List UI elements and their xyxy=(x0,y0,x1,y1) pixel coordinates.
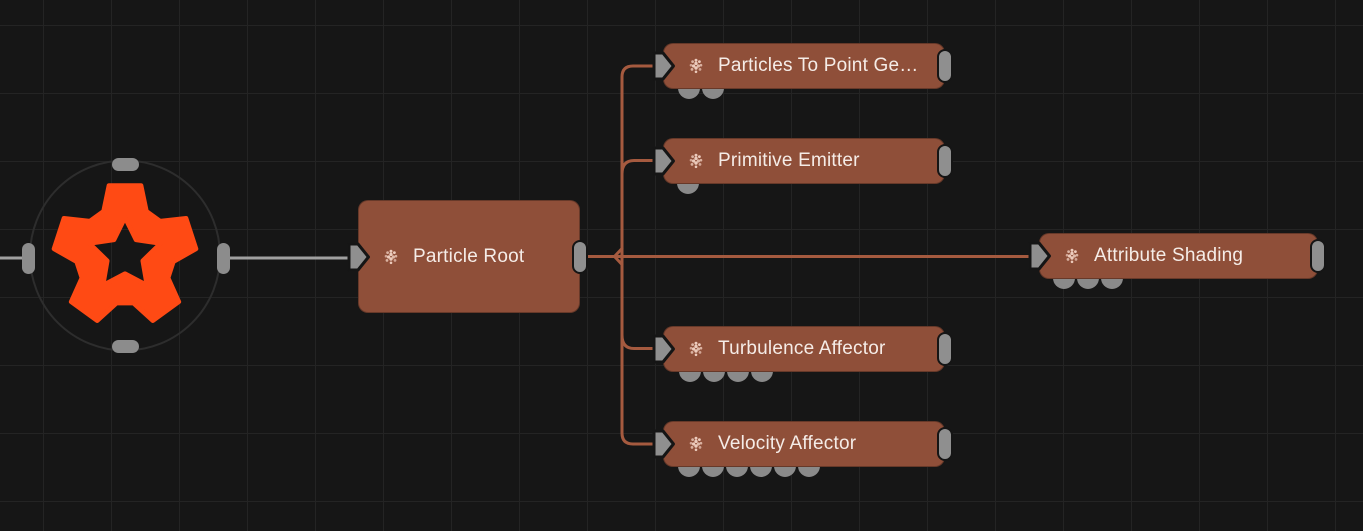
wire-particle-root-to-primitive-emitter[interactable] xyxy=(620,159,670,176)
star-gear-logo-icon[interactable] xyxy=(50,180,200,330)
output-port[interactable] xyxy=(937,49,953,83)
particles-icon xyxy=(1065,248,1079,264)
node-velocity-affector[interactable]: Velocity Affector xyxy=(652,421,953,477)
orb-port-top[interactable] xyxy=(111,157,139,171)
orb-port-right[interactable] xyxy=(217,242,230,274)
node-primitive-emitter[interactable]: Primitive Emitter xyxy=(652,137,953,194)
input-port[interactable] xyxy=(650,331,676,367)
orb-port-left[interactable] xyxy=(21,242,35,274)
input-port[interactable] xyxy=(650,143,676,179)
node-body[interactable]: Attribute Shading xyxy=(1039,233,1318,279)
particles-icon xyxy=(689,153,703,168)
output-port[interactable] xyxy=(937,331,953,366)
particles-icon xyxy=(689,341,703,356)
wire-particle-root-to-particles-to-point[interactable] xyxy=(620,64,670,258)
node-particles-to-point-geometry[interactable]: Particles To Point Ge… xyxy=(652,43,953,99)
output-port[interactable] xyxy=(572,239,588,274)
particles-icon xyxy=(689,58,703,74)
input-port[interactable] xyxy=(650,426,676,462)
output-port[interactable] xyxy=(937,143,953,178)
node-turbulence-affector[interactable]: Turbulence Affector xyxy=(652,325,953,382)
wire-junction-chevron-icon xyxy=(613,247,624,266)
node-title: Primitive Emitter xyxy=(718,149,860,171)
output-port[interactable] xyxy=(937,427,953,461)
node-title: Attribute Shading xyxy=(1094,245,1244,266)
node-title: Velocity Affector xyxy=(718,433,857,454)
wire-particle-root-to-velocity-affector[interactable] xyxy=(620,255,670,446)
node-title: Particles To Point Ge… xyxy=(718,55,919,76)
output-port[interactable] xyxy=(1310,239,1326,273)
node-body[interactable]: Turbulence Affector xyxy=(663,325,945,372)
wire-particle-root-to-turbulence-affector[interactable] xyxy=(620,333,670,350)
particles-icon xyxy=(384,249,398,264)
input-port[interactable] xyxy=(650,48,676,84)
node-title: Turbulence Affector xyxy=(718,337,886,359)
particles-icon xyxy=(689,436,703,452)
node-body[interactable]: Velocity Affector xyxy=(663,421,945,467)
orb-port-bottom[interactable] xyxy=(111,340,139,353)
node-particle-root[interactable]: Particle Root xyxy=(347,200,588,313)
node-body[interactable]: Primitive Emitter xyxy=(663,137,945,184)
node-body[interactable]: Particles To Point Ge… xyxy=(663,43,945,89)
input-port[interactable] xyxy=(1026,238,1052,274)
node-title: Particle Root xyxy=(413,245,525,267)
node-body[interactable]: Particle Root xyxy=(358,200,580,313)
node-attribute-shading[interactable]: Attribute Shading xyxy=(1028,233,1326,289)
input-port[interactable] xyxy=(345,239,371,275)
